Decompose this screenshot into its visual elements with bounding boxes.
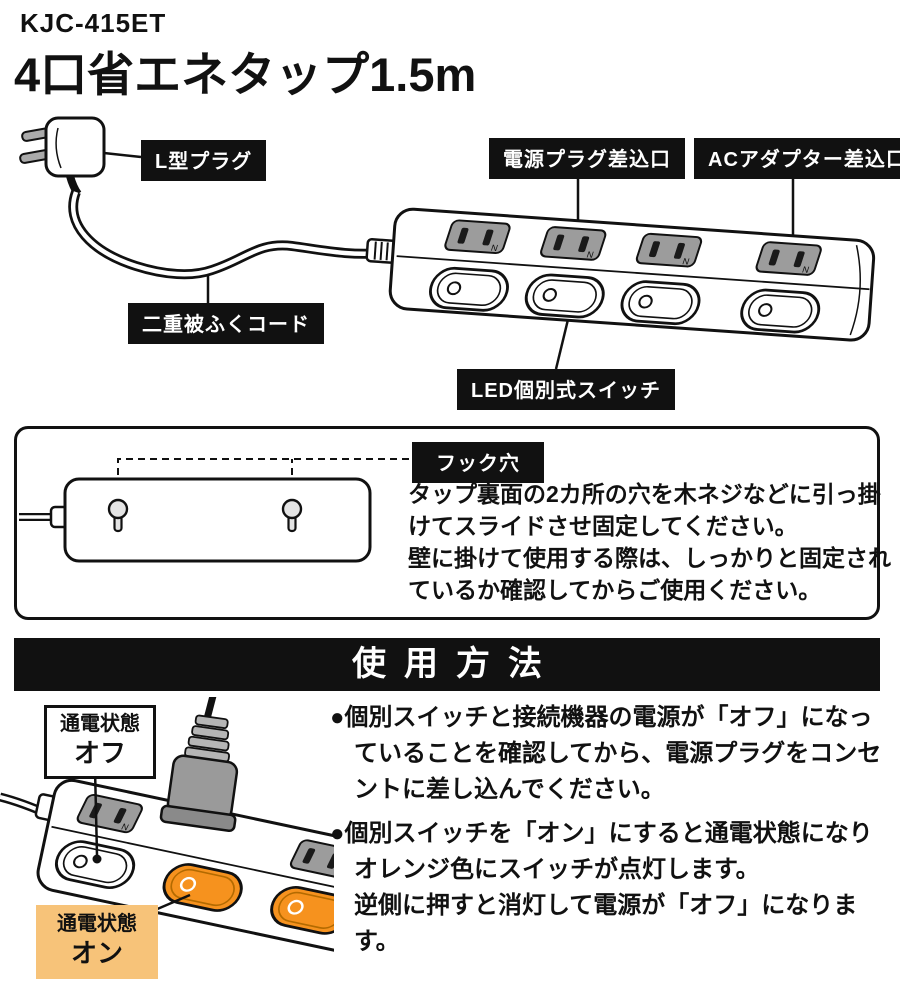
power-cord [68,190,383,280]
usage-illustration: N [0,697,334,954]
hook-instruction-2: 壁に掛けて使用する際は、しっかりと固定されているか確認してからご使用ください。 [408,545,891,603]
usage-bullet-1: ●個別スイッチと接続機器の電源が「オフ」になっていることを確認してから、電源プラ… [330,704,882,803]
hook-hole [107,498,129,533]
outlet-socket: N [444,219,511,255]
outlet-n-mark: N [801,265,811,275]
outlet-socket [289,839,334,879]
switch-on [270,885,334,935]
label-led-switch: LED個別式スイッチ [457,369,675,410]
rocker-switch [524,273,605,319]
off-pointer [92,768,102,864]
label-ac-adapter-socket: ACアダプター差込口 [694,138,900,179]
hook-instructions: タップ裏面の2カ所の穴を木ネジなどに引っ掛けてスライドさせ固定してください。 壁… [408,478,900,606]
usage-bullet-2: ●個別スイッチを「オン」にすると通電状態になりオレンジ色にスイッチが点灯します。… [330,816,890,960]
rocker-switch [429,266,509,312]
usage-section-title: 使用方法 [14,638,880,691]
status-off-line1: 通電状態 [60,713,140,735]
ac-adapter-socket: N [755,241,822,276]
model-number: KJC-415ET [20,8,167,38]
status-on-label: 通電状態 オン [36,905,158,979]
status-off-label: 通電状態 オフ [44,705,156,779]
status-on-line1: 通電状態 [57,913,137,935]
outlet-socket: N [635,232,703,268]
hook-instruction-1: タップ裏面の2カ所の穴を木ネジなどに引っ掛けてスライドさせ固定してください。 [408,481,881,539]
status-off-line2: オフ [73,738,126,768]
label-double-insulated-cord: 二重被ふくコード [128,303,324,344]
outlet-socket: N [540,226,607,261]
product-title: 4口省エネタップ1.5m [14,48,477,101]
plug-body [44,116,106,178]
usage-bullet-2-continuation: 逆側に押すと消灯して電源が「オフ」になります。 [354,892,858,955]
l-plug-illustration [19,116,106,197]
product-diagram-illustration: N N N N [19,116,876,370]
usage-bullet-2-text: ●個別スイッチを「オン」にすると通電状態になりオレンジ色にスイッチが点灯します。 [330,820,873,883]
outlet-n-mark: N [490,243,500,253]
hook-hole-section [14,426,880,620]
switch-off [54,840,136,889]
status-on-line2: オン [70,938,123,968]
label-l-plug: L型プラグ [141,140,267,181]
outlet-n-mark: N [681,256,691,266]
inserting-plug [159,697,239,833]
tap-back-body [63,477,372,563]
label-power-socket: 電源プラグ差込口 [489,138,685,179]
outlet-socket: N [76,794,143,834]
power-strip-illustration: N N N N [388,207,876,342]
tap-back-illustration [19,458,412,563]
outlet-n-mark: N [585,250,595,260]
outlet-n-mark: N [120,822,131,832]
hook-hole [281,498,303,533]
rocker-switch [740,288,821,334]
label-hook-hole: フック穴 [412,442,544,483]
rocker-switch [620,280,701,326]
usage-instructions: ●個別スイッチと接続機器の電源が「オフ」になっていることを確認してから、電源プラ… [330,700,890,968]
